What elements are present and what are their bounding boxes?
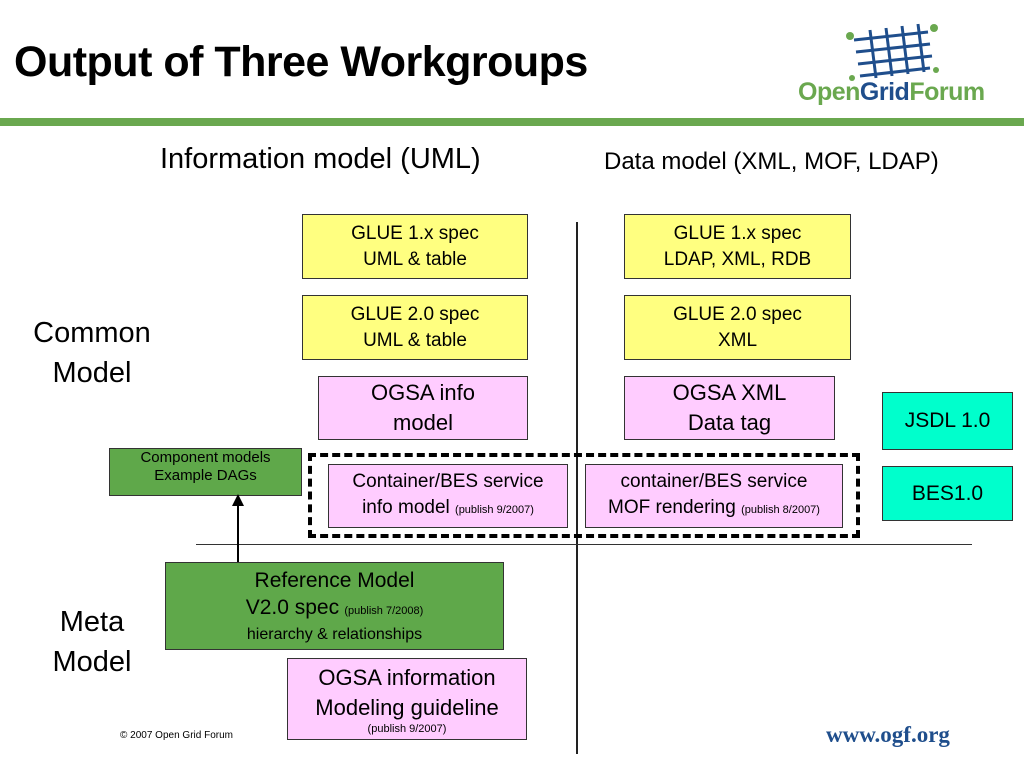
header-divider (0, 118, 1024, 126)
jsdl-box: JSDL 1.0 (882, 392, 1013, 450)
column-heading-data-model: Data model (XML, MOF, LDAP) (604, 148, 939, 175)
slide-title: Output of Three Workgroups (14, 38, 588, 86)
arrow-up-icon (232, 494, 244, 506)
grid-logo-icon (846, 23, 939, 81)
logo-text: OpenGridForum (798, 78, 985, 106)
copyright-footer: © 2007 Open Grid Forum (120, 730, 233, 741)
arrow-shaft (237, 496, 239, 562)
container-mof-box: container/BES service MOF rendering (pub… (585, 464, 843, 528)
container-info-model-box: Container/BES service info model (publis… (328, 464, 568, 528)
horizontal-divider (196, 544, 972, 545)
reference-model-box: Reference Model V2.0 spec (publish 7/200… (165, 562, 504, 650)
vertical-divider (576, 222, 578, 754)
dashed-group-outline (308, 453, 860, 538)
modeling-guideline-box: OGSA information Modeling guideline (pub… (287, 658, 527, 740)
website-url: www.ogf.org (826, 722, 950, 747)
bes-box: BES1.0 (882, 466, 1013, 521)
ogf-logo: OpenGridForum (790, 22, 985, 112)
column-heading-information-model: Information model (UML) (160, 143, 481, 175)
